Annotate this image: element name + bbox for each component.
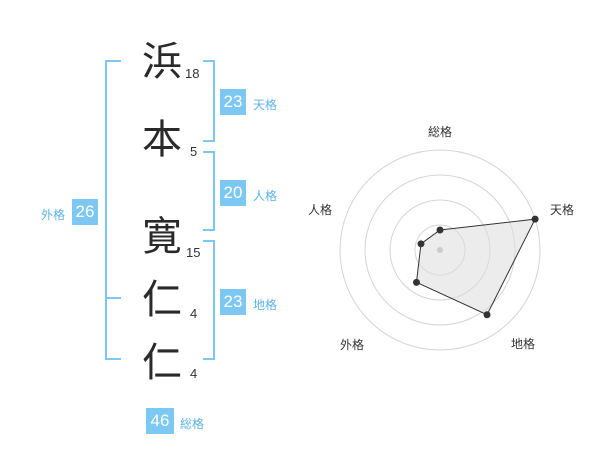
stroke-count-4: 4 <box>190 306 198 321</box>
name-char-1: 浜 <box>142 39 182 85</box>
stroke-count-1: 18 <box>185 66 200 81</box>
name-char-3: 寛 <box>142 214 182 260</box>
name-char-2: 本 <box>142 117 182 163</box>
gaikaku-bracket <box>105 60 121 360</box>
radar-axis-label-soukaku: 総格 <box>428 125 453 139</box>
gaikaku-label: 外格 <box>41 208 66 222</box>
radar-point-2 <box>483 311 491 319</box>
radar-ring <box>339 149 541 351</box>
name-char-4: 仁 <box>142 277 182 323</box>
radar-point-3 <box>412 278 420 286</box>
radar-center <box>437 247 443 253</box>
name-char-5: 仁 <box>142 340 182 386</box>
radar-point-1 <box>531 215 539 223</box>
radar-point-0 <box>436 226 444 234</box>
chikaku-bracket <box>203 240 215 360</box>
chikaku-label: 地格 <box>253 298 278 312</box>
soukaku-badge: 46 <box>146 408 174 434</box>
stroke-count-2: 5 <box>190 144 198 159</box>
radar-axis-label-chikaku: 地格 <box>511 337 536 351</box>
radar-point-4 <box>417 240 425 248</box>
stroke-count-3: 15 <box>186 245 201 260</box>
gaikaku-bracket-tick <box>105 297 121 299</box>
tenkaku-badge: 23 <box>220 89 246 115</box>
jinkaku-bracket <box>203 151 215 231</box>
radar-axis-label-tenkaku: 天格 <box>550 203 575 217</box>
radar-score-area <box>415 218 536 316</box>
radar-axis-label-gaikaku: 外格 <box>340 338 365 352</box>
stroke-count-5: 4 <box>190 366 198 381</box>
tenkaku-label: 天格 <box>253 98 278 112</box>
tenkaku-bracket <box>203 60 215 142</box>
chikaku-badge: 23 <box>220 289 246 315</box>
radar-axis-label-jinkaku: 人格 <box>308 203 333 217</box>
soukaku-label: 総格 <box>180 417 205 431</box>
jinkaku-badge: 20 <box>220 180 246 206</box>
jinkaku-label: 人格 <box>253 189 278 203</box>
gaikaku-badge: 26 <box>72 199 98 225</box>
